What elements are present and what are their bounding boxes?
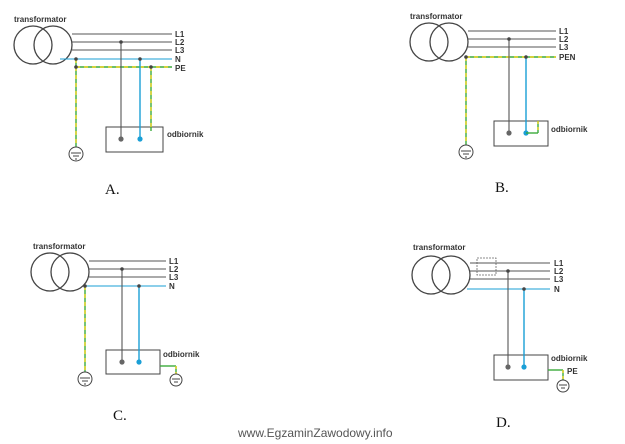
ground-symbol [77,371,93,387]
device-label: odbiornik [551,125,588,134]
line-label-l1: L1 [175,30,185,39]
transformer-title: transformator [413,243,465,252]
diagram-b: transformator L1 L2 L3 PEN odbiornik B [409,12,588,196]
device-box [105,126,164,153]
transformer-symbol [411,255,471,295]
line-label-l3: L3 [175,46,185,55]
line-label-l1: L1 [554,259,564,268]
caption-b: B. [495,180,509,196]
watermark: www.EgzaminZawodowy.info [237,426,393,440]
diagram-d: transformator L1 L2 L3 N odbiornik PE D. [411,243,588,431]
transformer-symbol [13,25,73,65]
line-label-l2: L2 [559,35,569,44]
pe-label: PE [567,367,578,376]
ground-symbol [556,379,570,393]
line-label-l2: L2 [175,38,185,47]
line-label-pe: PE [175,64,186,73]
transformer-title: transformator [14,15,66,24]
caption-d: D. [496,415,511,431]
line-label-n: N [554,285,560,294]
line-label-l2: L2 [554,267,564,276]
device-box [493,354,549,381]
dotted-box [476,257,497,276]
device-label: odbiornik [551,354,588,363]
diagram-c: transformator L1 L2 L3 N odbiornik [30,242,200,424]
transformer-title: transformator [410,12,462,21]
line-label-pen: PEN [559,53,576,62]
line-label-l1: L1 [169,257,179,266]
transformer-symbol [30,252,90,292]
line-label-l3: L3 [559,43,569,52]
transformer-symbol [409,22,469,62]
device-box [493,120,549,147]
device-box [105,349,161,375]
transformer-title: transformator [33,242,85,251]
line-label-l1: L1 [559,27,569,36]
line-label-n: N [175,55,181,64]
line-label-l3: L3 [554,275,564,284]
ground-symbol [68,146,84,162]
line-label-n: N [169,282,175,291]
ground-symbol [169,373,183,387]
device-label: odbiornik [163,350,200,359]
caption-a: A. [105,182,120,198]
diagram-a: transformator L1 L2 L3 N PE odbiornik [13,15,204,198]
ground-symbol [458,144,474,160]
line-label-l3: L3 [169,273,179,282]
line-label-l2: L2 [169,265,179,274]
device-label: odbiornik [167,130,204,139]
caption-c: C. [113,408,127,424]
